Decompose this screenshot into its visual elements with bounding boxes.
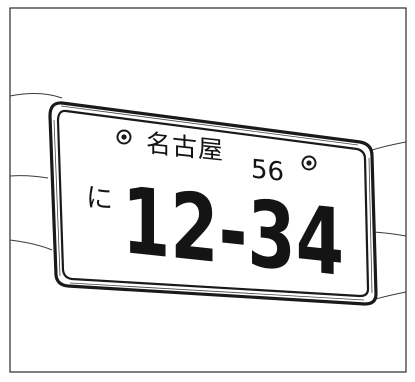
plate-serial-number: 12-34 [122,166,344,297]
bumper-line-left-bottom [9,239,53,251]
bumper-line-right-top [371,141,407,151]
illustration-border [9,7,407,373]
bolt-left [116,129,132,145]
bumper-line-right-middle [373,231,407,237]
plate-frame-inner [56,109,370,298]
frame-shade-right [368,157,373,294]
plate-class-number: 56 [251,154,284,187]
plate-frame-shading [53,105,373,301]
bolt-right [301,155,317,171]
frame-shade-top [60,105,359,146]
frame-shade-left [53,119,61,277]
plate-lettering: 名古屋 56 に 12-34 [86,128,344,297]
bumper-line-left-middle [9,175,49,179]
bumper-line-left-top [9,93,63,99]
frame-shade-bottom [69,282,365,301]
plate-kana-character: に [86,182,113,216]
